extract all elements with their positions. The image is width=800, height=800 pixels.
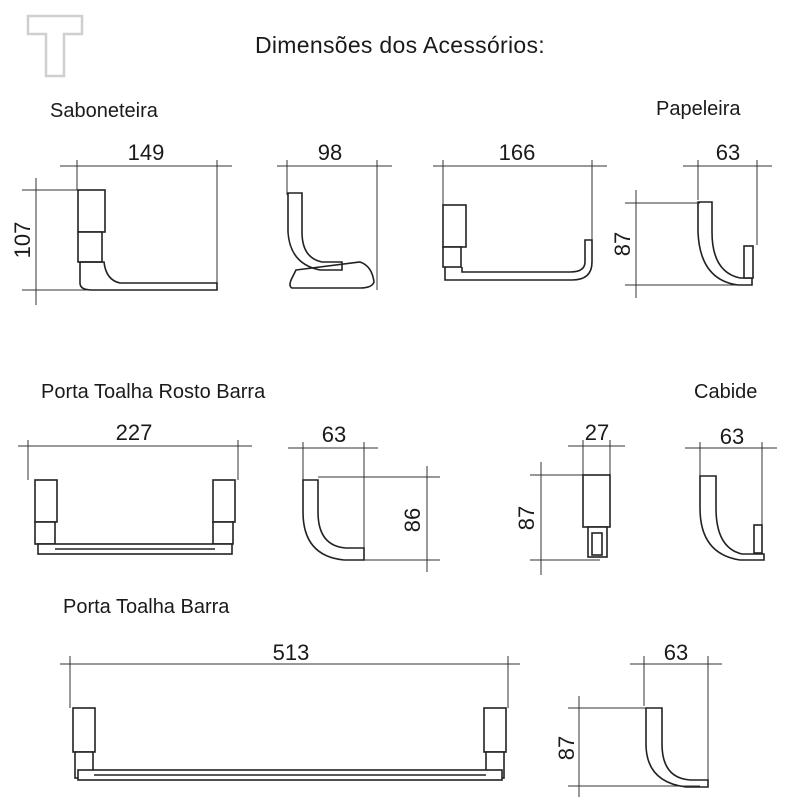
dimension-label: 87 [610,232,635,256]
dimension-label: 227 [116,420,153,445]
papeleira-front-view: 166 [433,140,607,281]
brand-logo [26,14,84,78]
saboneteira-side-view: 98 [277,140,392,290]
page-title: Dimensões dos Acessórios: [254,32,545,58]
dimension-label: 166 [499,140,536,165]
section-label-saboneteira: Saboneteira [50,100,158,122]
section-label-porta-toalha-rosto: Porta Toalha Rosto Barra [41,381,266,403]
dimension-label: 63 [720,424,744,449]
section-label-porta-toalha-barra: Porta Toalha Barra [63,596,230,618]
dimension-label: 63 [716,140,740,165]
dimension-label: 98 [318,140,342,165]
cabide-front-view: 27 87 [514,420,625,575]
dimension-label: 107 [10,222,35,259]
section-label-cabide: Cabide [694,381,758,403]
rosto-side-view: 63 86 [288,422,440,572]
dimension-label: 63 [322,422,346,447]
dimension-label: 513 [273,640,310,665]
dimension-label: 149 [128,140,165,165]
papeleira-side-view: 87 63 [610,140,772,298]
dimension-label: 86 [400,508,425,532]
barra-front-view: 513 [60,640,520,781]
cabide-side-view: 63 [685,424,777,561]
dimension-label: 87 [554,736,579,760]
rosto-front-view: 227 [18,420,252,555]
saboneteira-front-view: 149 107 [10,140,232,305]
section-label-papeleira: Papeleira [656,98,741,120]
dimension-label: 27 [585,420,609,445]
barra-side-view: 63 87 [554,640,722,797]
dimension-label: 63 [664,640,688,665]
dimension-label: 87 [514,506,539,530]
